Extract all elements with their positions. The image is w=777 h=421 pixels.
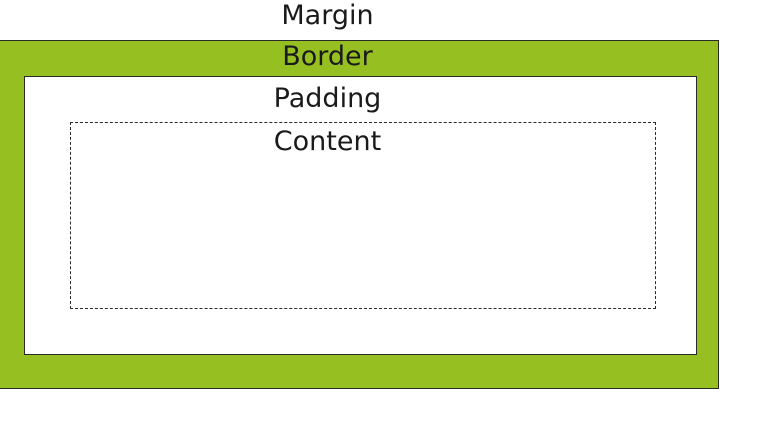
padding-label: Padding	[273, 83, 382, 114]
content-label: Content	[273, 126, 382, 157]
border-label: Border	[282, 41, 373, 72]
content-box	[70, 122, 656, 309]
margin-label: Margin	[281, 0, 374, 31]
